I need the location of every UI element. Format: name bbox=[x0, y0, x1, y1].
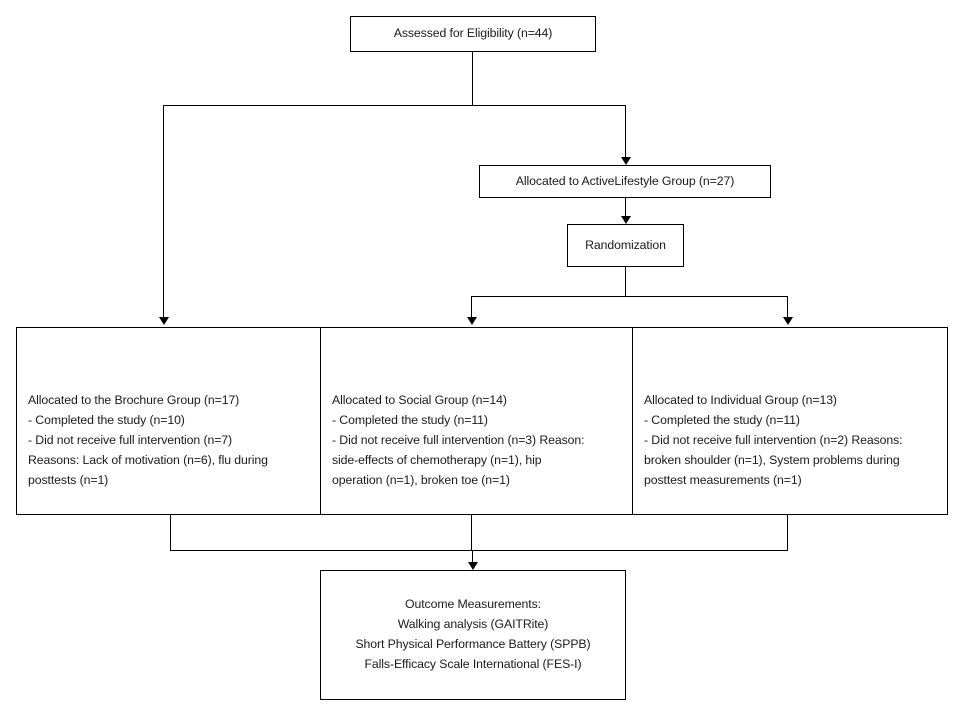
connector-eligibility-split-bar bbox=[163, 105, 626, 106]
panel-individual-group: Allocated to Individual Group (n=13) - C… bbox=[633, 328, 947, 514]
connector-merge-bar bbox=[170, 550, 788, 551]
connector-eligibility-down bbox=[472, 52, 473, 105]
node-assessed-for-eligibility: Assessed for Eligibility (n=44) bbox=[350, 16, 596, 52]
panel-brochure-group: Allocated to the Brochure Group (n=17) -… bbox=[17, 328, 321, 514]
panel-individual-group-label: Allocated to Individual Group (n=13) - C… bbox=[644, 392, 903, 487]
connector-brochure-merge-down bbox=[170, 515, 171, 550]
node-allocated-active-lifestyle: Allocated to ActiveLifestyle Group (n=27… bbox=[479, 165, 771, 198]
connector-active-to-randomization bbox=[625, 198, 626, 216]
arrowhead-to-social-panel bbox=[467, 317, 477, 325]
connector-merge-to-outcome bbox=[472, 550, 473, 562]
allocation-group-row: Allocated to the Brochure Group (n=17) -… bbox=[16, 327, 948, 515]
node-randomization: Randomization bbox=[567, 224, 684, 267]
node-randomization-label: Randomization bbox=[585, 237, 666, 252]
connector-social-merge-down bbox=[471, 515, 472, 550]
node-assessed-for-eligibility-label: Assessed for Eligibility (n=44) bbox=[393, 26, 553, 41]
panel-social-group-label: Allocated to Social Group (n=14) - Compl… bbox=[332, 392, 585, 487]
arrowhead-to-individual-panel bbox=[783, 317, 793, 325]
arrowhead-to-brochure-panel bbox=[159, 317, 169, 325]
connector-left-branch-down bbox=[163, 105, 164, 317]
node-outcome-measurements: Outcome Measurements: Walking analysis (… bbox=[320, 570, 626, 700]
arrowhead-to-outcome bbox=[468, 562, 478, 570]
connector-to-individual-panel bbox=[787, 296, 788, 317]
panel-brochure-group-label: Allocated to the Brochure Group (n=17) -… bbox=[28, 392, 268, 487]
connector-randomization-split-bar bbox=[471, 296, 788, 297]
arrowhead-to-randomization bbox=[621, 216, 631, 224]
connector-randomization-down bbox=[625, 267, 626, 296]
panel-social-group: Allocated to Social Group (n=14) - Compl… bbox=[321, 328, 633, 514]
arrowhead-to-active-lifestyle bbox=[621, 157, 631, 165]
connector-individual-merge-down bbox=[787, 515, 788, 550]
connector-to-social-panel bbox=[471, 296, 472, 317]
node-allocated-active-lifestyle-label: Allocated to ActiveLifestyle Group (n=27… bbox=[515, 173, 735, 188]
node-outcome-measurements-label: Outcome Measurements: Walking analysis (… bbox=[355, 597, 591, 671]
connector-right-branch-down bbox=[625, 105, 626, 157]
